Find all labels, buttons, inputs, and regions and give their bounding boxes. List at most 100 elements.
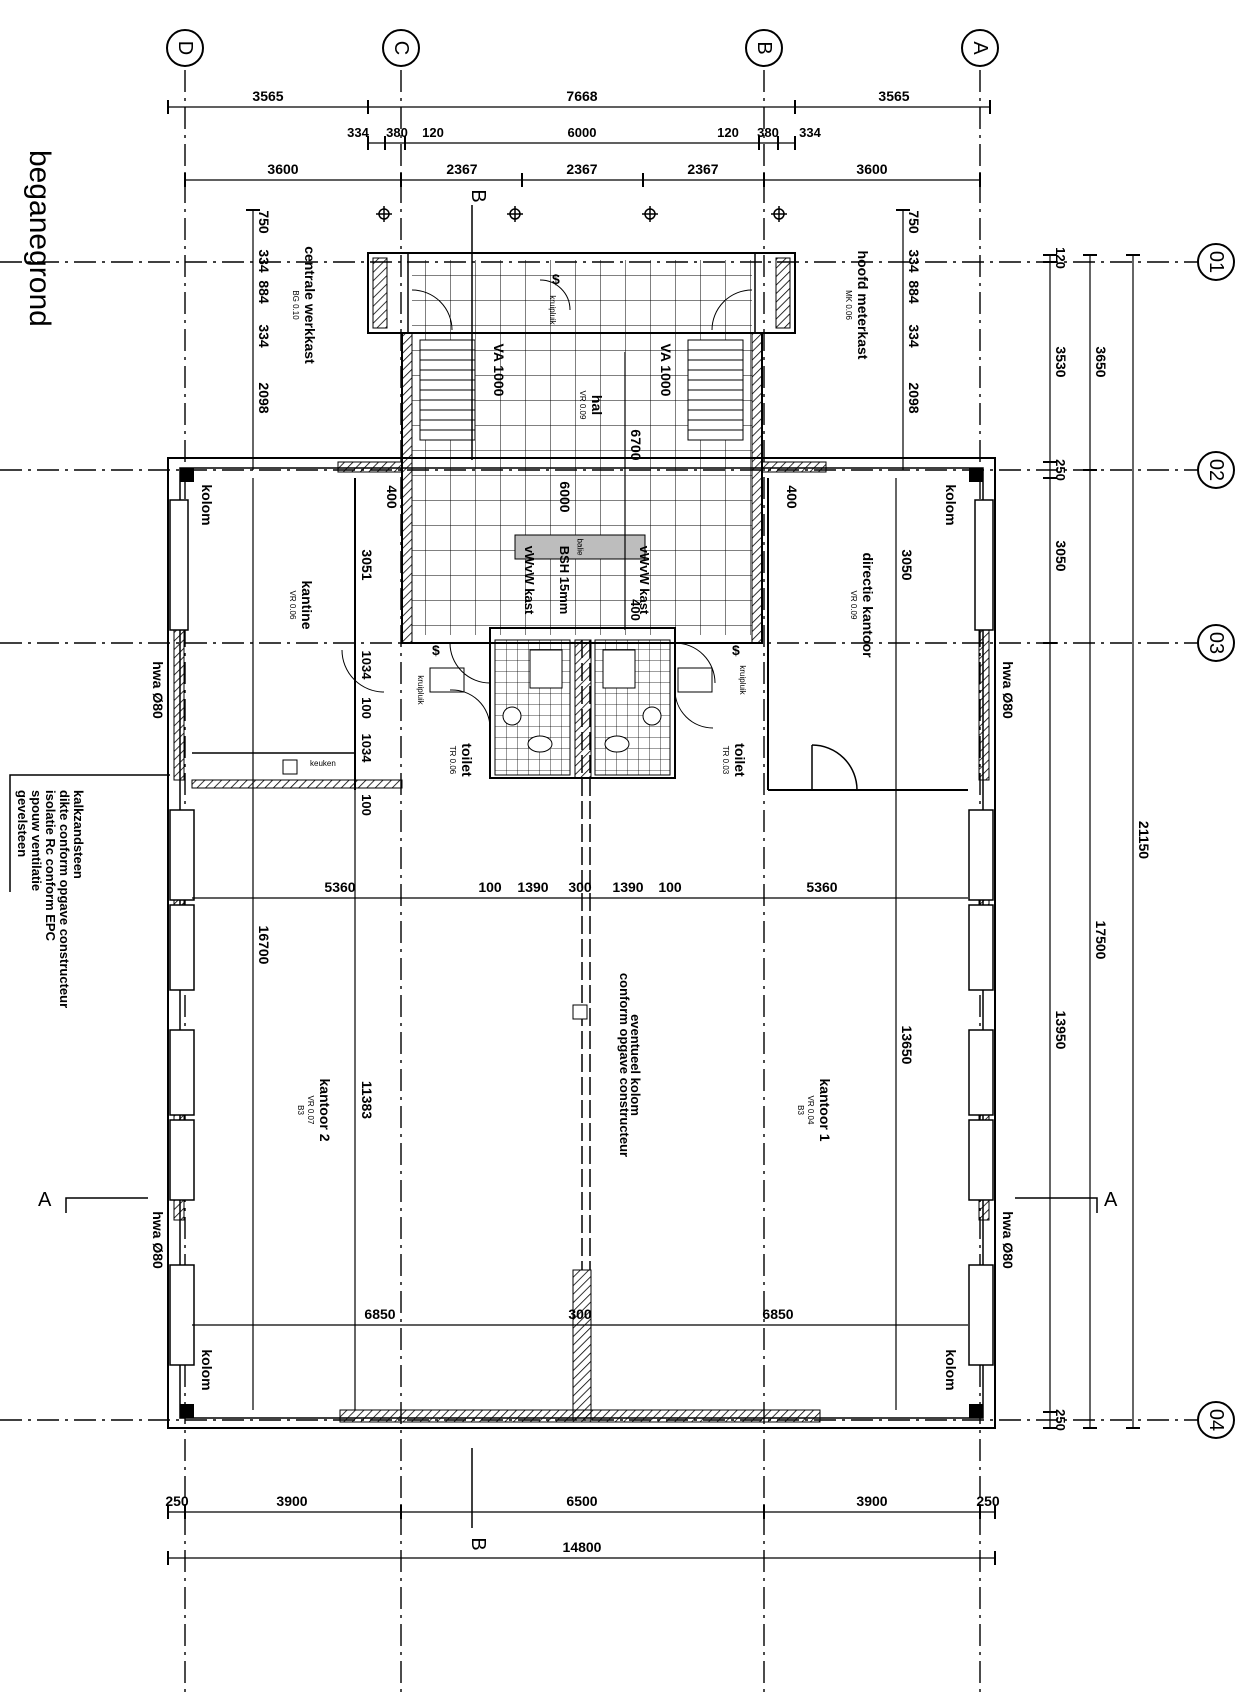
dim-top2-1: 380 — [386, 125, 408, 140]
svg-text:kolom: kolom — [199, 1349, 215, 1390]
dim-right1-3: 3050 — [1053, 540, 1069, 571]
svg-text:6850: 6850 — [762, 1306, 793, 1322]
dim-top3-4: 3600 — [856, 161, 887, 177]
svg-text:A: A — [969, 41, 991, 55]
grid-bubble-01: 01 — [1197, 243, 1235, 281]
dimension-labels-bottom: 250 3900 6500 3900 250 14800 — [165, 1493, 1000, 1555]
svg-text:kruipluik: kruipluik — [416, 675, 425, 705]
svg-text:334: 334 — [906, 324, 922, 348]
dimension-lines-bottom — [167, 1505, 996, 1565]
svg-text:750: 750 — [906, 210, 922, 234]
grid-bubble-02: 02 — [1197, 451, 1235, 489]
dim-top1-0: 3565 — [252, 88, 283, 104]
svg-text:884: 884 — [256, 280, 272, 304]
svg-text:VR 0.06: VR 0.06 — [288, 591, 297, 620]
svg-text:MK 0.06: MK 0.06 — [844, 290, 853, 320]
svg-text:VR 0.07: VR 0.07 — [306, 1096, 315, 1125]
svg-text:01: 01 — [1205, 251, 1227, 273]
svg-text:gevelsteen: gevelsteen — [15, 790, 30, 857]
dim-right1-2: 250 — [1053, 459, 1068, 481]
dim-top3-1: 2367 — [446, 161, 477, 177]
dim-top2-3: 6000 — [568, 125, 597, 140]
svg-text:3050: 3050 — [899, 549, 915, 580]
grid-bubbles-rows: 01 02 03 04 — [1197, 243, 1235, 1439]
room-kantoor-1: kantoor 1 — [817, 1078, 833, 1141]
interior-walls — [191, 478, 968, 1421]
svg-text:VA 1000: VA 1000 — [658, 344, 674, 397]
dim-right2-0: 3650 — [1093, 346, 1109, 377]
svg-text:kruipluik: kruipluik — [738, 665, 747, 695]
svg-text:kalkzandsteen: kalkzandsteen — [71, 790, 86, 879]
svg-text:balie: balie — [576, 539, 585, 556]
dim-bottom1-3: 3900 — [856, 1493, 887, 1509]
dim-right2-1: 17500 — [1093, 921, 1109, 960]
svg-text:B3: B3 — [796, 1105, 805, 1115]
dim-bottom1-1: 3900 — [276, 1493, 307, 1509]
dim-bottom2: 14800 — [563, 1539, 602, 1555]
svg-text:03: 03 — [1205, 632, 1227, 654]
dim-bottom1-2: 6500 — [566, 1493, 597, 1509]
svg-text:334: 334 — [256, 249, 272, 273]
svg-text:1390: 1390 — [517, 879, 548, 895]
svg-text:hwa Ø80: hwa Ø80 — [150, 1211, 166, 1269]
svg-text:VR 0.04: VR 0.04 — [806, 1096, 815, 1125]
svg-text:1390: 1390 — [612, 879, 643, 895]
balie-counter — [514, 534, 646, 560]
dim-right1-5: 250 — [1053, 1409, 1068, 1431]
dimension-labels-core-left: 750 334 884 334 2098 — [256, 210, 272, 413]
svg-text:isolatie Rc conform EPC: isolatie Rc conform EPC — [43, 790, 58, 942]
svg-text:334: 334 — [256, 324, 272, 348]
svg-text:BG 0.10: BG 0.10 — [291, 290, 300, 320]
dimension-labels-right: 120 3530 250 3050 13950 250 3650 17500 2… — [1053, 247, 1152, 1431]
wall-notes: gevelsteen spouw ventilatie isolatie Rc … — [15, 790, 86, 1008]
svg-text:300: 300 — [568, 879, 592, 895]
dim-top1-2: 3565 — [878, 88, 909, 104]
dim-right3: 21150 — [1136, 821, 1152, 859]
dim-top2-4: 120 — [717, 125, 739, 140]
svg-text:2098: 2098 — [256, 382, 272, 413]
room-directie-kantoor: directie kantoor — [860, 552, 876, 658]
grid-bubble-03: 03 — [1197, 624, 1235, 662]
svg-text:conform opgave constructeur: conform opgave constructeur — [617, 973, 632, 1157]
svg-text:kruipluik: kruipluik — [548, 295, 557, 325]
room-hoofd-meterkast: hoofd meterkast — [855, 251, 871, 360]
svg-text:VA 1000: VA 1000 — [491, 344, 507, 397]
grid-bubble-04: 04 — [1197, 1401, 1235, 1439]
dim-right1-4: 13950 — [1053, 1011, 1069, 1050]
svg-text:$: $ — [552, 271, 560, 287]
svg-text:$: $ — [732, 642, 740, 658]
room-centrale-werkkast: centrale werkkast — [302, 246, 318, 364]
svg-text:spouw ventilatie: spouw ventilatie — [29, 790, 44, 891]
svg-text:B: B — [753, 41, 775, 54]
dimension-lines-top — [167, 100, 991, 187]
svg-text:D: D — [174, 41, 196, 55]
svg-text:1034: 1034 — [359, 734, 374, 764]
svg-text:A: A — [1104, 1189, 1118, 1211]
svg-text:dikte conform opgave construct: dikte conform opgave constructeur — [57, 790, 72, 1008]
svg-text:2098: 2098 — [906, 382, 922, 413]
dim-bottom1-4: 250 — [976, 1493, 1000, 1509]
svg-text:6850: 6850 — [364, 1306, 395, 1322]
core-hal: balie — [337, 252, 827, 644]
room-toilet-right: toilet — [732, 743, 748, 777]
svg-text:hwa Ø80: hwa Ø80 — [1000, 661, 1016, 719]
svg-text:13650: 13650 — [899, 1026, 915, 1065]
svg-text:02: 02 — [1205, 459, 1227, 481]
section-markers — [65, 205, 1098, 1528]
dim-top3-0: 3600 — [267, 161, 298, 177]
dimension-lines-core — [246, 209, 910, 470]
dimension-lines-right — [1043, 254, 1140, 1429]
grid-bubble-D: D — [166, 29, 204, 67]
svg-text:11383: 11383 — [359, 1081, 375, 1119]
svg-text:B: B — [467, 189, 489, 202]
svg-text:eventueel kolom: eventueel kolom — [628, 1014, 643, 1116]
svg-text:kolom: kolom — [199, 484, 215, 525]
dim-top2-0: 334 — [347, 125, 369, 140]
svg-text:VR 0.09: VR 0.09 — [849, 591, 858, 620]
svg-text:100: 100 — [359, 794, 374, 816]
svg-text:hwa Ø80: hwa Ø80 — [150, 661, 166, 719]
grid-bubble-B: B — [745, 29, 783, 67]
interior-dimension-lines — [192, 352, 968, 1410]
svg-text:vWvW kast: vWvW kast — [522, 546, 537, 615]
